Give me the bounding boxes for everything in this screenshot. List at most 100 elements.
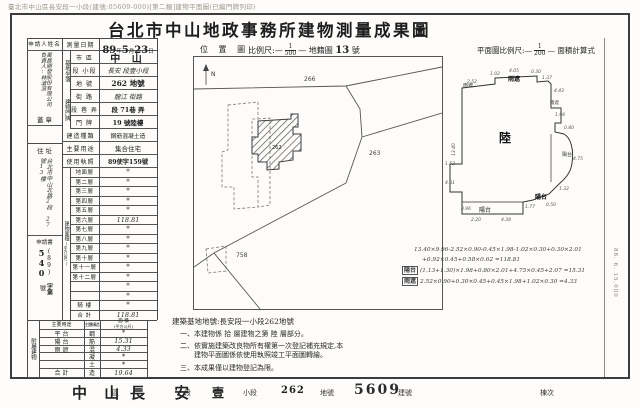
floor-area: * <box>99 263 157 273</box>
note-2b: 建物平面圖係依使用執照竣工平面圖轉繪。 <box>194 351 327 359</box>
svg-text:1.98: 1.98 <box>555 112 565 118</box>
floor-area: * <box>99 178 157 187</box>
annex-use: 陽 台 <box>39 338 84 346</box>
floor-label: 第四層 <box>70 197 99 206</box>
neighbour-outline <box>205 245 227 274</box>
annex-use: 平 台 <box>39 330 84 338</box>
area-calculation-block: 13.40×9.96-2.52×0.90-0.45×1.98-1.02×0.30… <box>402 246 597 287</box>
areas-group-label: 建物面積(平方公尺) <box>63 221 70 267</box>
annex-total-area: 19.64 <box>114 368 133 377</box>
svg-text:4.81: 4.81 <box>445 180 455 186</box>
use-permit-value: 89使字159號 <box>99 155 157 168</box>
location-map-title: 位 置 圖 <box>200 45 250 54</box>
neighbour-outline <box>221 101 259 210</box>
subject-parcel-number: 262 <box>272 145 282 151</box>
floor-label: 地面層 <box>70 168 99 178</box>
annex-total-label: 合 計 <box>54 370 69 378</box>
application-label: 申請書 <box>36 240 53 246</box>
boundary-line <box>213 252 261 310</box>
svg-text:4.05: 4.05 <box>509 68 519 74</box>
floor-label: 第六層 <box>70 216 99 225</box>
applicant-company: 萬昌開發股份有限公司 <box>45 52 51 107</box>
floor-label: 第三層 <box>70 187 99 197</box>
annex-use: 雨 遮 <box>39 346 84 354</box>
floor-area: * <box>99 197 157 206</box>
parcel-number: 263 <box>369 150 381 157</box>
footer-district: 中 山 <box>72 384 126 402</box>
annex-area-header: 面 積 (平方公尺) <box>100 319 147 330</box>
address-label: 住 址 <box>36 147 53 155</box>
annex-area: * <box>100 361 147 369</box>
number-label: 門 牌 <box>70 116 99 129</box>
site-group-label: 基地坐落 <box>63 59 70 82</box>
svg-text:2.20: 2.20 <box>471 217 481 223</box>
floor-label: 第七層 <box>70 225 99 235</box>
annex-use-header: 主要用途 <box>39 320 84 330</box>
lane-label: 段 巷 弄 <box>70 103 99 116</box>
date-day: 23 <box>134 45 149 56</box>
main-use-value: 集合住宅 <box>99 142 157 155</box>
use-permit-label: 使用執照 <box>62 155 99 168</box>
svg-text:1.52: 1.52 <box>445 161 455 167</box>
table-line <box>147 320 148 377</box>
svg-text:0.50: 0.50 <box>546 202 556 208</box>
parcel-label: 地 號 <box>70 77 99 90</box>
footer-subsection-unit: 小段 <box>243 389 257 397</box>
total-area: 118.81 <box>116 311 140 320</box>
annex-area: * <box>100 353 147 362</box>
survey-date-label: 測量日期 <box>62 38 99 51</box>
balcony-label: 陽台 <box>479 206 491 214</box>
canopy-stamp-label: 雨遮 <box>508 75 520 83</box>
table-line <box>99 38 100 320</box>
balcony-calc-label: 陽台 <box>402 265 419 275</box>
floor-area: * <box>99 225 157 235</box>
application-number-box: 申請書 (89) 字第 540 號 <box>27 235 62 320</box>
floor-area: * <box>99 273 157 282</box>
footer-section: 長 安 <box>130 384 202 402</box>
boundary-line <box>193 66 443 90</box>
floor-area-6f: 118.81 <box>99 216 157 225</box>
district-value: 中 山 <box>99 51 157 65</box>
annex-struct-char: 筋 <box>84 338 100 346</box>
unit-outline <box>449 75 574 215</box>
floor-number-label: 陸 <box>499 130 511 145</box>
table-line <box>27 143 62 144</box>
balcony-stamp-label: 陽台 <box>535 193 547 201</box>
balcony-area: 15.31 <box>100 337 147 346</box>
floor-label: 第八層 <box>70 235 99 244</box>
arcade-area: * <box>99 301 157 311</box>
boundary-line <box>361 112 443 138</box>
floor-label <box>70 282 99 292</box>
annex-struct-char: 凝 <box>84 353 100 361</box>
address-line1: 台北市中山北路2段 <box>44 158 51 211</box>
table-line <box>70 168 71 320</box>
table-line <box>157 38 158 320</box>
structure-type-label: 建造種類 <box>62 129 99 142</box>
door-group-label: 建物門牌 <box>63 98 70 121</box>
margin-line <box>604 38 605 377</box>
applicant-name-label: 申請人姓名 <box>27 38 62 51</box>
main-use-label: 主要用途 <box>62 142 99 155</box>
floor-label: 第五層 <box>70 206 99 216</box>
floor-area: * <box>99 235 157 244</box>
svg-text:1.77: 1.77 <box>525 204 535 210</box>
floor-area: * <box>99 168 157 178</box>
cadastral-unit: 號 <box>351 45 360 55</box>
dimension-numbers: 2.52 1.02 4.05 0.30 1.37 4.43 1.98 0.80 … <box>445 68 583 223</box>
footer-district-unit: 區 <box>112 389 119 397</box>
date-year: 89 <box>102 45 117 56</box>
table-line <box>27 38 157 39</box>
canopy-label: 雨遮 <box>463 82 473 89</box>
north-arrow: N <box>203 64 216 85</box>
balcony-right-label: 陽台 <box>562 151 572 158</box>
location-map-drawing: N 262 266 263 758 <box>193 64 443 310</box>
application-year: (89) <box>45 248 53 276</box>
calc-line-1: 13.40×9.96-2.52×0.90-0.45×1.98-1.02×0.30… <box>414 247 582 253</box>
floor-plan-drawing: 雨遮 雨遮 雨遮 陸 陽台 陽台 陽台 2.52 1.02 4.05 0.30 … <box>445 68 583 223</box>
plan-scale-label: 平面圖比例尺: <box>477 45 525 55</box>
address-value: 台北市中山北路2段 27號13樓 <box>27 158 62 234</box>
